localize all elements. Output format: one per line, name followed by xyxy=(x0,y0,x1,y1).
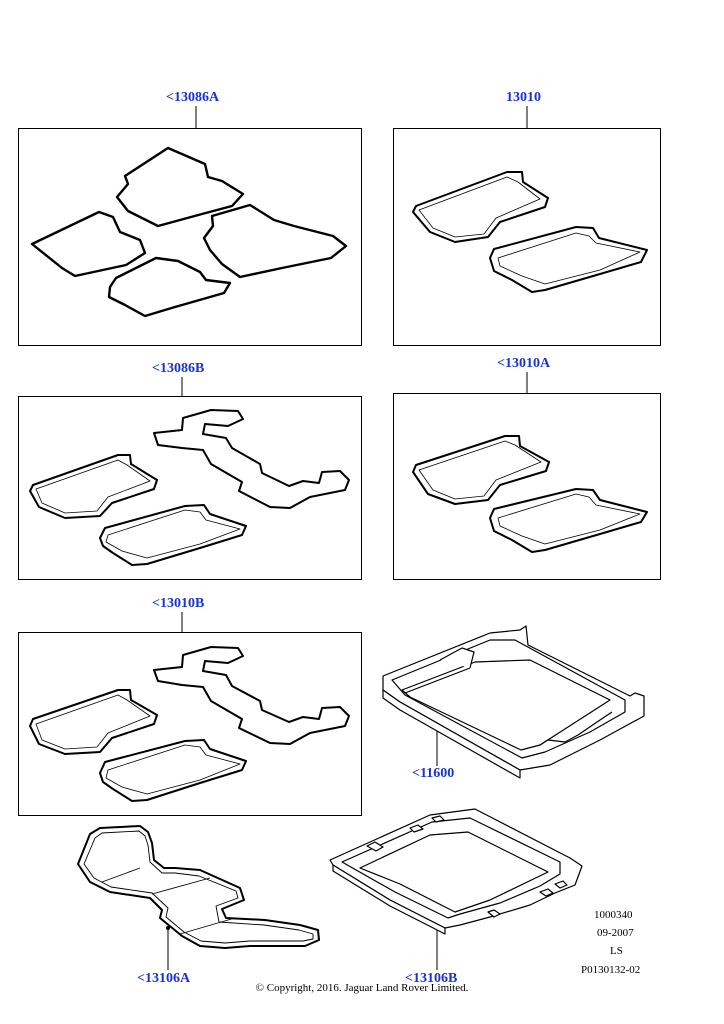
part-label-13106b[interactable]: <13106B xyxy=(405,971,458,986)
panel-13010 xyxy=(393,128,661,346)
model-code: LS xyxy=(610,945,623,957)
part-label-13086b[interactable]: <13086B xyxy=(152,361,205,376)
mat-set-13086b xyxy=(29,409,350,566)
part-label-13010[interactable]: 13010 xyxy=(506,90,541,105)
reference-number: 1000340 xyxy=(594,909,633,921)
part-label-13086a[interactable]: <13086A xyxy=(166,90,220,105)
mat-set-13010a xyxy=(412,435,648,553)
date-code: 09-2007 xyxy=(597,927,634,939)
mat-set-13010 xyxy=(412,171,648,293)
part-label-13010b[interactable]: <13010B xyxy=(152,596,205,611)
part-label-11600[interactable]: <11600 xyxy=(412,766,455,781)
part-label-13010a[interactable]: <13010A xyxy=(497,356,551,371)
copyright-notice: © Copyright, 2016. Jaguar Land Rover Lim… xyxy=(255,982,469,994)
mat-set-13010b xyxy=(29,646,350,802)
mat-set-13086a xyxy=(30,146,348,318)
rear-mat-13106a xyxy=(77,825,320,949)
part-label-13106a[interactable]: <13106A xyxy=(137,971,191,986)
illustration-number: P0130132-02 xyxy=(581,964,641,976)
boot-mat-13106b xyxy=(329,808,583,935)
boot-tray-11600 xyxy=(382,625,645,779)
